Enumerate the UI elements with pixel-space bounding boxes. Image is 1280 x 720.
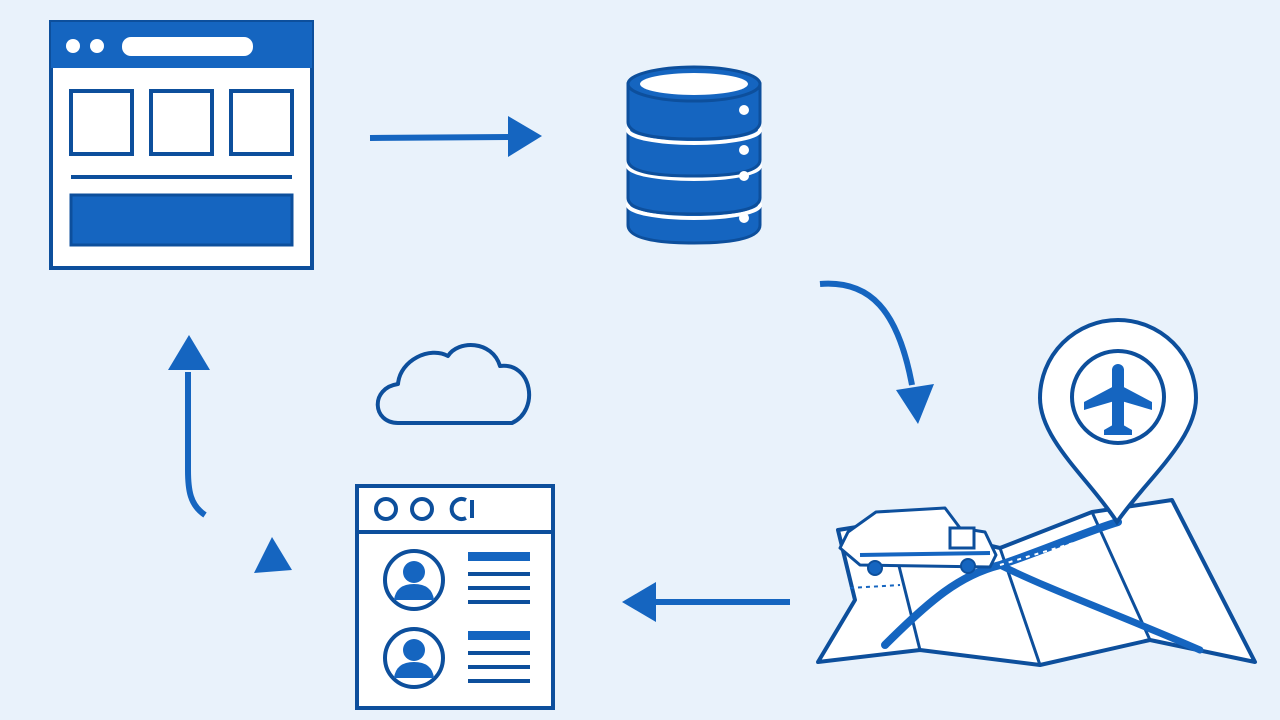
airplane-icon — [1084, 364, 1152, 435]
user-avatar-icon — [383, 627, 445, 689]
browser-window-icon — [49, 20, 314, 270]
database-icon — [626, 65, 762, 245]
user-list-window-icon — [355, 484, 555, 710]
cloud-icon — [375, 343, 531, 425]
arrow-profiles-to-browser — [168, 335, 292, 573]
user-avatar-icon — [383, 549, 445, 611]
arrow-database-to-map — [819, 280, 934, 424]
arrow-browser-to-database — [369, 116, 542, 157]
arrow-map-to-profiles — [622, 582, 790, 622]
map-location-pin-icon — [816, 318, 1257, 667]
truck-icon — [838, 506, 998, 576]
